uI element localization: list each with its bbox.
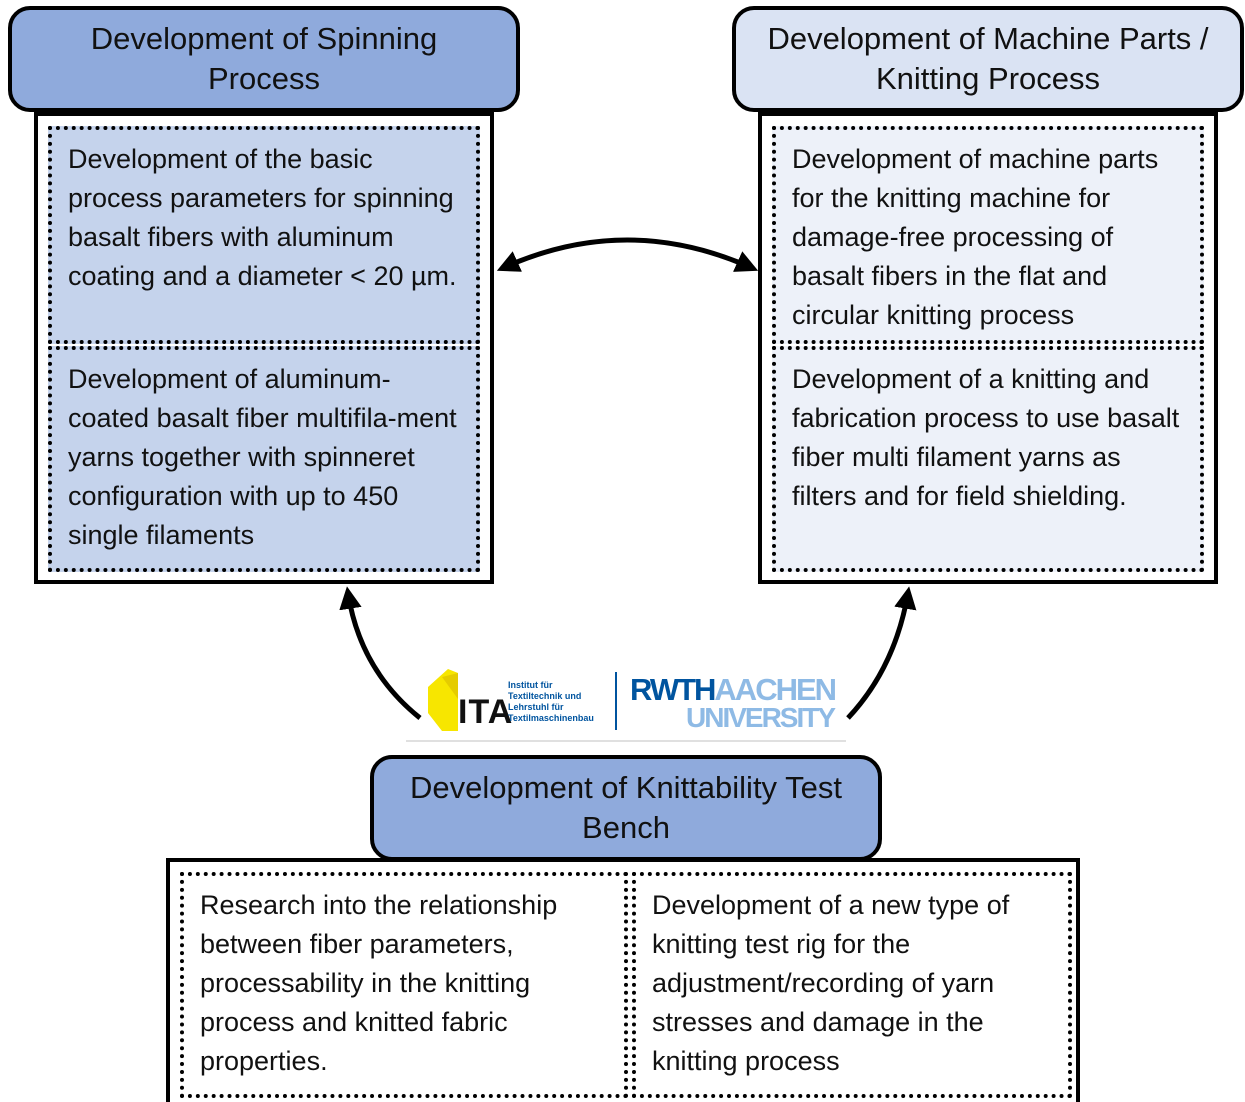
- bench-panel: Research into the relationship between f…: [166, 858, 1080, 1102]
- bench-title: Development of Knittability Test Bench: [410, 770, 842, 845]
- university-text: UNIVERSITY: [686, 702, 836, 733]
- arrow-to-spinning: [339, 586, 422, 720]
- ita-name-line-4: Textilmaschinenbau: [508, 713, 594, 723]
- ita-logo: ITA Institut für Textiltechnik und Lehrs…: [428, 668, 618, 732]
- ita-name: Institut für Textiltechnik und Lehrstuhl…: [508, 680, 594, 724]
- spinning-item-2: Development of aluminum-coated basalt fi…: [48, 346, 480, 572]
- ita-name-line-2: Textiltechnik und: [508, 691, 582, 701]
- ita-abbr: ITA: [458, 693, 514, 731]
- spinning-title: Development of Spinning Process: [90, 21, 438, 96]
- machine-panel: Development of machine parts for the kni…: [758, 112, 1218, 584]
- spinning-header: Development of Spinning Process: [8, 6, 520, 112]
- bench-item-2-text: Development of a new type of knitting te…: [652, 890, 1010, 1076]
- logo-divider: [615, 672, 617, 730]
- spinning-panel: Development of the basic process paramet…: [34, 112, 494, 584]
- ita-mark-icon: [428, 669, 458, 731]
- ita-name-line-3: Lehrstuhl für: [508, 702, 564, 712]
- ita-name-line-1: Institut für: [508, 680, 553, 690]
- bench-item-1-text: Research into the relationship between f…: [200, 890, 558, 1076]
- spinning-item-1: Development of the basic process paramet…: [48, 126, 480, 344]
- arrow-to-machine: [846, 586, 917, 720]
- machine-header: Development of Machine Parts / Knitting …: [732, 6, 1244, 112]
- spinning-item-2-text: Development of aluminum-coated basalt fi…: [68, 364, 457, 550]
- rwth-wordmark: RWTHAACHEN: [630, 674, 837, 705]
- bench-item-2: Development of a new type of knitting te…: [632, 872, 1072, 1098]
- machine-item-1: Development of machine parts for the kni…: [772, 126, 1204, 344]
- bench-header: Development of Knittability Test Bench: [370, 755, 882, 861]
- spinning-item-1-text: Development of the basic process paramet…: [68, 144, 457, 291]
- bench-item-1: Research into the relationship between f…: [180, 872, 628, 1098]
- machine-item-2: Development of a knitting and fabricatio…: [772, 346, 1204, 572]
- aachen-text: AACHEN: [714, 672, 837, 707]
- logo-baseline: [406, 740, 846, 742]
- bidirectional-arrow: [496, 237, 759, 272]
- rwth-logo: RWTHAACHEN UNIVERSITY: [630, 674, 837, 733]
- machine-item-2-text: Development of a knitting and fabricatio…: [792, 364, 1180, 511]
- rwth-text: RWTH: [630, 672, 716, 707]
- machine-item-1-text: Development of machine parts for the kni…: [792, 144, 1159, 330]
- machine-title: Development of Machine Parts / Knitting …: [767, 21, 1209, 96]
